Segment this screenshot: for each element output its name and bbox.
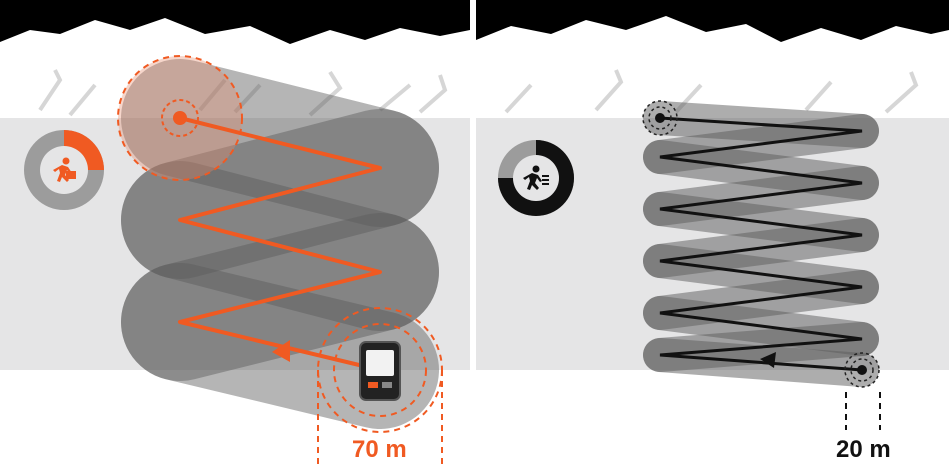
distance-label-70m: 70 m	[352, 436, 407, 463]
left-diagram	[0, 0, 470, 470]
avalanche-transceiver-icon	[359, 341, 401, 401]
right-diagram	[476, 0, 949, 470]
start-range-inner	[161, 99, 199, 137]
mountain-ridges	[38, 69, 448, 117]
start-range-inner	[648, 106, 672, 130]
direction-arrow-icon	[760, 352, 776, 368]
direction-arrow-icon	[272, 340, 290, 362]
start-point	[173, 111, 187, 125]
left-panel-wide-search: 70 m	[0, 0, 470, 470]
distance-markers	[317, 370, 443, 466]
end-range-inner	[850, 358, 874, 382]
right-panel-narrow-search: 20 m	[476, 0, 949, 470]
indicator-donut-left	[24, 130, 104, 210]
device-range-inner	[333, 323, 427, 417]
search-track	[659, 116, 863, 372]
end-range-outer	[844, 352, 880, 388]
search-track	[178, 116, 382, 372]
start-range-outer	[642, 100, 678, 136]
end-point	[857, 365, 867, 375]
indicator-donut-right	[498, 140, 574, 216]
panel-divider	[470, 0, 476, 470]
running-person-icon	[53, 157, 76, 182]
distance-label-20m: 20 m	[836, 436, 891, 463]
start-point	[655, 113, 665, 123]
running-person-icon	[523, 165, 549, 190]
